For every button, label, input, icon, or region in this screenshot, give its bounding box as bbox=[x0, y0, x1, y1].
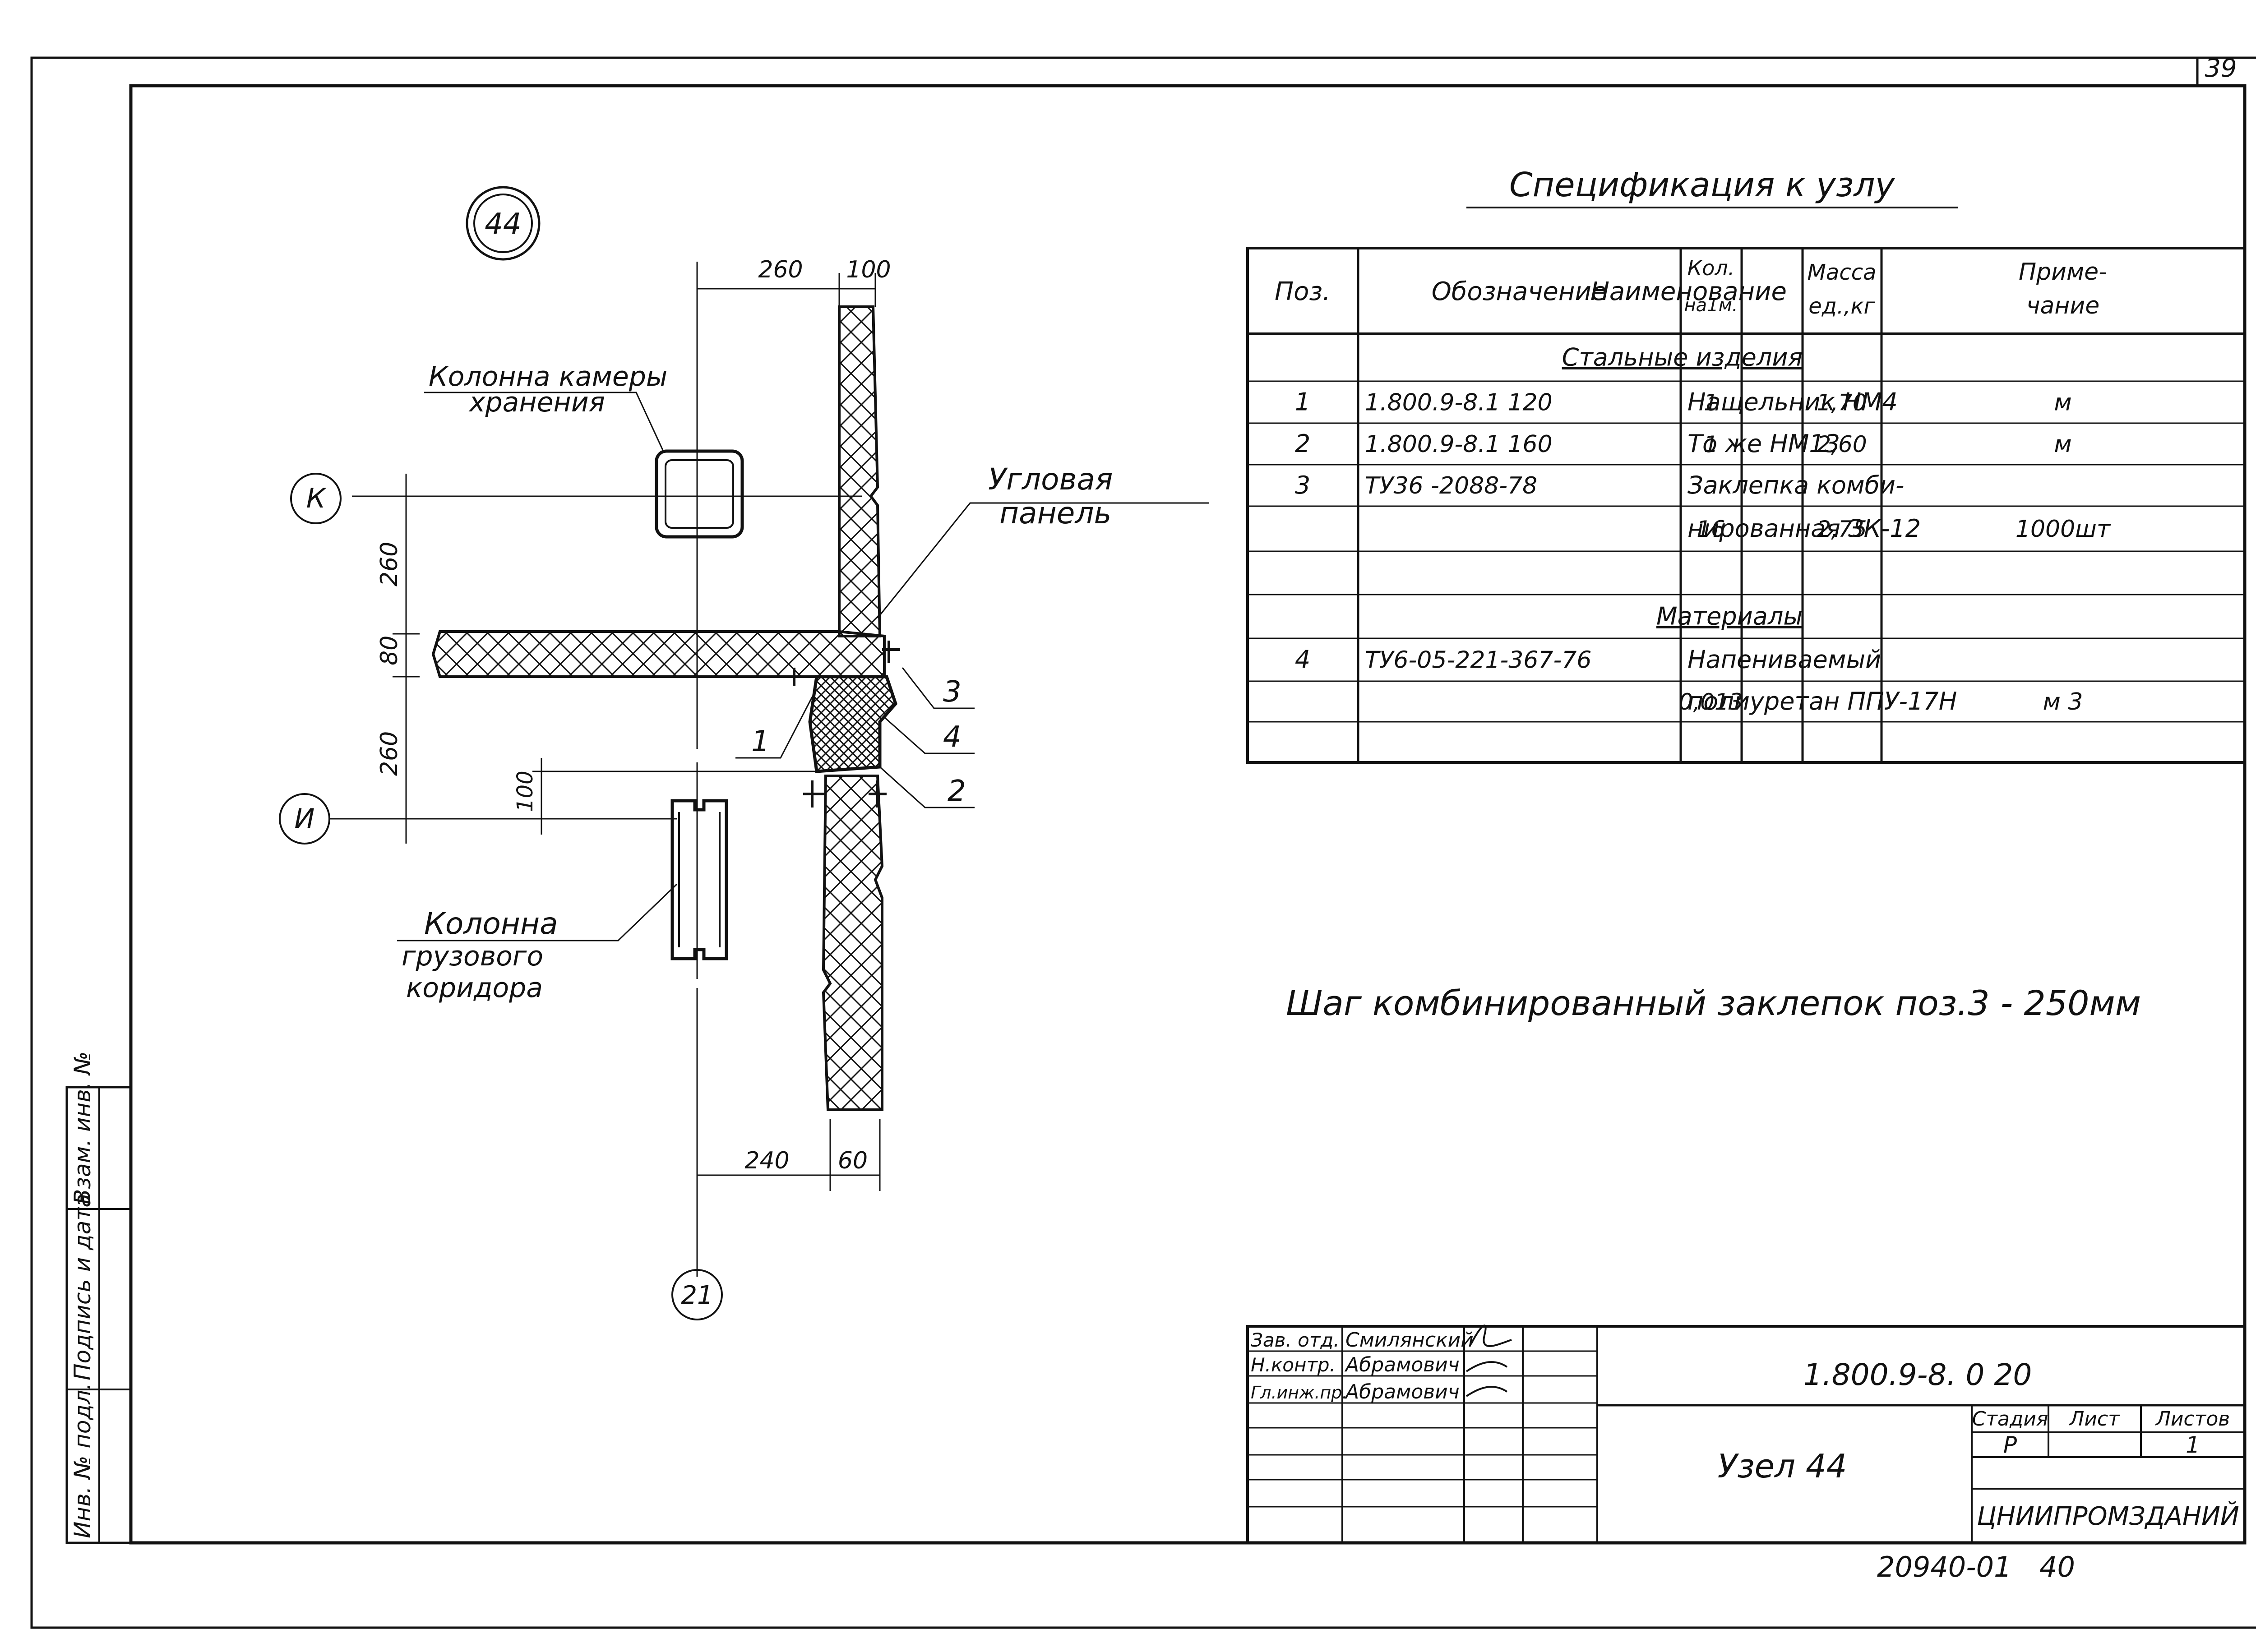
spec-cell-name: Материалы bbox=[1656, 602, 1803, 631]
spec-cell-name: Стальные изделия bbox=[1562, 343, 1803, 372]
spec-cell-note: 1000шт bbox=[2016, 516, 2111, 543]
spec-cell-pos: 4 bbox=[1295, 646, 1310, 674]
label-corner-panel-1: Угловая bbox=[988, 462, 1113, 497]
callout-1: 1 bbox=[751, 725, 770, 758]
spec-cell-mass: 2,60 bbox=[1817, 431, 1867, 457]
sheet-label: Лист bbox=[2068, 1407, 2120, 1431]
dim-top-left: 260 bbox=[758, 256, 803, 283]
sheets-label: Листов bbox=[2155, 1407, 2230, 1431]
label-column-corridor-2: грузового bbox=[402, 941, 543, 972]
dim-left-top: 260 bbox=[376, 542, 403, 586]
label-column-corridor-1: Колонна bbox=[424, 906, 558, 941]
spec-cell-qty: 16 bbox=[1697, 516, 1725, 542]
spec-cell-name: Нащельник НМ4 bbox=[1687, 388, 1898, 416]
role-head: Зав. отд. bbox=[1251, 1329, 1340, 1351]
name-head: Смилянский bbox=[1345, 1329, 1474, 1352]
spec-cell-pos: 1 bbox=[1295, 388, 1310, 416]
spec-header-mass-1: Масса bbox=[1807, 260, 1876, 285]
organization: ЦНИИПРОМЗДАНИЙ bbox=[1977, 1502, 2239, 1531]
spec-cell-name: полиуретан ППУ-17Н bbox=[1687, 687, 1957, 715]
node-mark-number: 44 bbox=[485, 208, 521, 241]
dim-top-right: 100 bbox=[846, 256, 891, 283]
spec-cell-pos: 2 bbox=[1295, 429, 1310, 458]
name-norm-control: Абрамович bbox=[1344, 1353, 1460, 1376]
spec-cell-des: ТУ6-05-221-367-76 bbox=[1365, 647, 1591, 674]
spec-cell-des: 1.800.9-8.1 160 bbox=[1365, 431, 1553, 458]
axis-21-label: 21 bbox=[681, 1281, 713, 1310]
spec-header-name: Наименование bbox=[1590, 277, 1787, 306]
dim-inner-offset: 100 bbox=[513, 771, 538, 812]
doc-code: 1.800.9-8. 0 20 bbox=[1803, 1357, 2032, 1392]
spec-rows: Стальные изделия 1 1.800.9-8.1 120 Нащельни… bbox=[1295, 343, 2111, 716]
name-chief-engineer: Абрамович bbox=[1344, 1380, 1460, 1403]
role-chief-engineer: Гл.инж.пр. bbox=[1251, 1383, 1347, 1403]
label-column-chamber-2: хранения bbox=[468, 387, 605, 418]
spec-cell-mass: 1,70 bbox=[1817, 390, 1867, 416]
axis-i-label: И bbox=[295, 803, 315, 835]
archive-code: 20940-01 bbox=[1877, 1550, 2012, 1583]
spec-cell-note: м bbox=[2054, 389, 2071, 416]
stage-value: Р bbox=[2003, 1432, 2017, 1458]
spec-header-qty-2: на1м. bbox=[1684, 295, 1738, 316]
rivet-pitch-note: Шаг комбинированный заклепок поз.3 - 250… bbox=[1286, 983, 2141, 1023]
label-corner-panel-2: панель bbox=[999, 496, 1111, 531]
label-column-corridor-3: коридора bbox=[406, 972, 543, 1004]
signature-marks bbox=[1465, 1324, 1512, 1397]
dim-left-middle: 80 bbox=[376, 636, 403, 665]
spec-cell-name: То же НМ13 bbox=[1687, 429, 1840, 458]
spec-header-note-1: Приме- bbox=[2019, 258, 2107, 286]
sheet-frame: 39 bbox=[30, 54, 2256, 1629]
spec-cell-des: 1.800.9-8.1 120 bbox=[1365, 389, 1553, 416]
spec-header-pos: Поз. bbox=[1275, 277, 1331, 306]
spec-cell-qty: 0,013 bbox=[1678, 689, 1743, 715]
spec-table: Спецификация к узлу Поз. Обозначение Наи… bbox=[1246, 166, 2246, 764]
label-column-chamber-1: Колонна камеры bbox=[429, 361, 667, 392]
spec-cell-pos: 3 bbox=[1295, 471, 1310, 499]
margin-stamp: Инв. № подл. Подпись и дата Взам. инв. № bbox=[65, 1052, 132, 1544]
spec-header-designation: Обозначение bbox=[1432, 277, 1607, 306]
callout-3: 3 bbox=[943, 675, 962, 709]
spec-header-note-2: чание bbox=[2026, 292, 2099, 319]
spec-cell-des: ТУ36 -2088-78 bbox=[1365, 472, 1537, 499]
axis-k-label: К bbox=[306, 483, 327, 514]
margin-stamp-replace: Взам. инв. № bbox=[69, 1052, 96, 1204]
node-title: Узел 44 bbox=[1718, 1447, 1847, 1485]
node-mark: 44 bbox=[466, 186, 541, 261]
title-block: Зав. отд. Н.контр. Гл.инж.пр. Смилянский… bbox=[1246, 1324, 2246, 1544]
spec-cell-mass: 2,75 bbox=[1817, 516, 1867, 542]
archive-number: 40 bbox=[2039, 1550, 2075, 1583]
dim-bottom-right: 60 bbox=[838, 1147, 868, 1174]
page-number: 39 bbox=[2205, 54, 2237, 83]
margin-stamp-sign: Подпись и дата bbox=[69, 1194, 96, 1380]
spec-title: Спецификация к узлу bbox=[1509, 166, 1895, 204]
callout-2: 2 bbox=[948, 775, 966, 808]
dim-bottom-left: 240 bbox=[744, 1147, 789, 1174]
spec-cell-qty: 1 bbox=[1704, 431, 1718, 457]
margin-stamp-inv: Инв. № подл. bbox=[69, 1383, 96, 1538]
spec-cell-name: Напениваемый bbox=[1687, 646, 1881, 674]
spec-cell-note: м bbox=[2054, 431, 2071, 458]
spec-cell-note: м 3 bbox=[2043, 688, 2083, 715]
spec-cell-qty: 1 bbox=[1704, 390, 1718, 416]
spec-header-mass-2: ед.,кг bbox=[1808, 294, 1875, 319]
sheets-value: 1 bbox=[2186, 1432, 2200, 1458]
callout-4: 4 bbox=[943, 720, 962, 754]
spec-header-qty-1: Кол. bbox=[1687, 256, 1735, 280]
dim-left-bottom: 260 bbox=[376, 731, 403, 776]
spec-cell-name: Заклепка комби- bbox=[1687, 471, 1905, 499]
stage-label: Стадия bbox=[1972, 1407, 2048, 1431]
role-norm-control: Н.контр. bbox=[1251, 1354, 1336, 1376]
spec-cell-name: нированная ЗК-12 bbox=[1687, 514, 1921, 543]
node-drawing: К И 21 260 100 260 80 260 100 240 60 Кол… bbox=[279, 256, 1209, 1320]
